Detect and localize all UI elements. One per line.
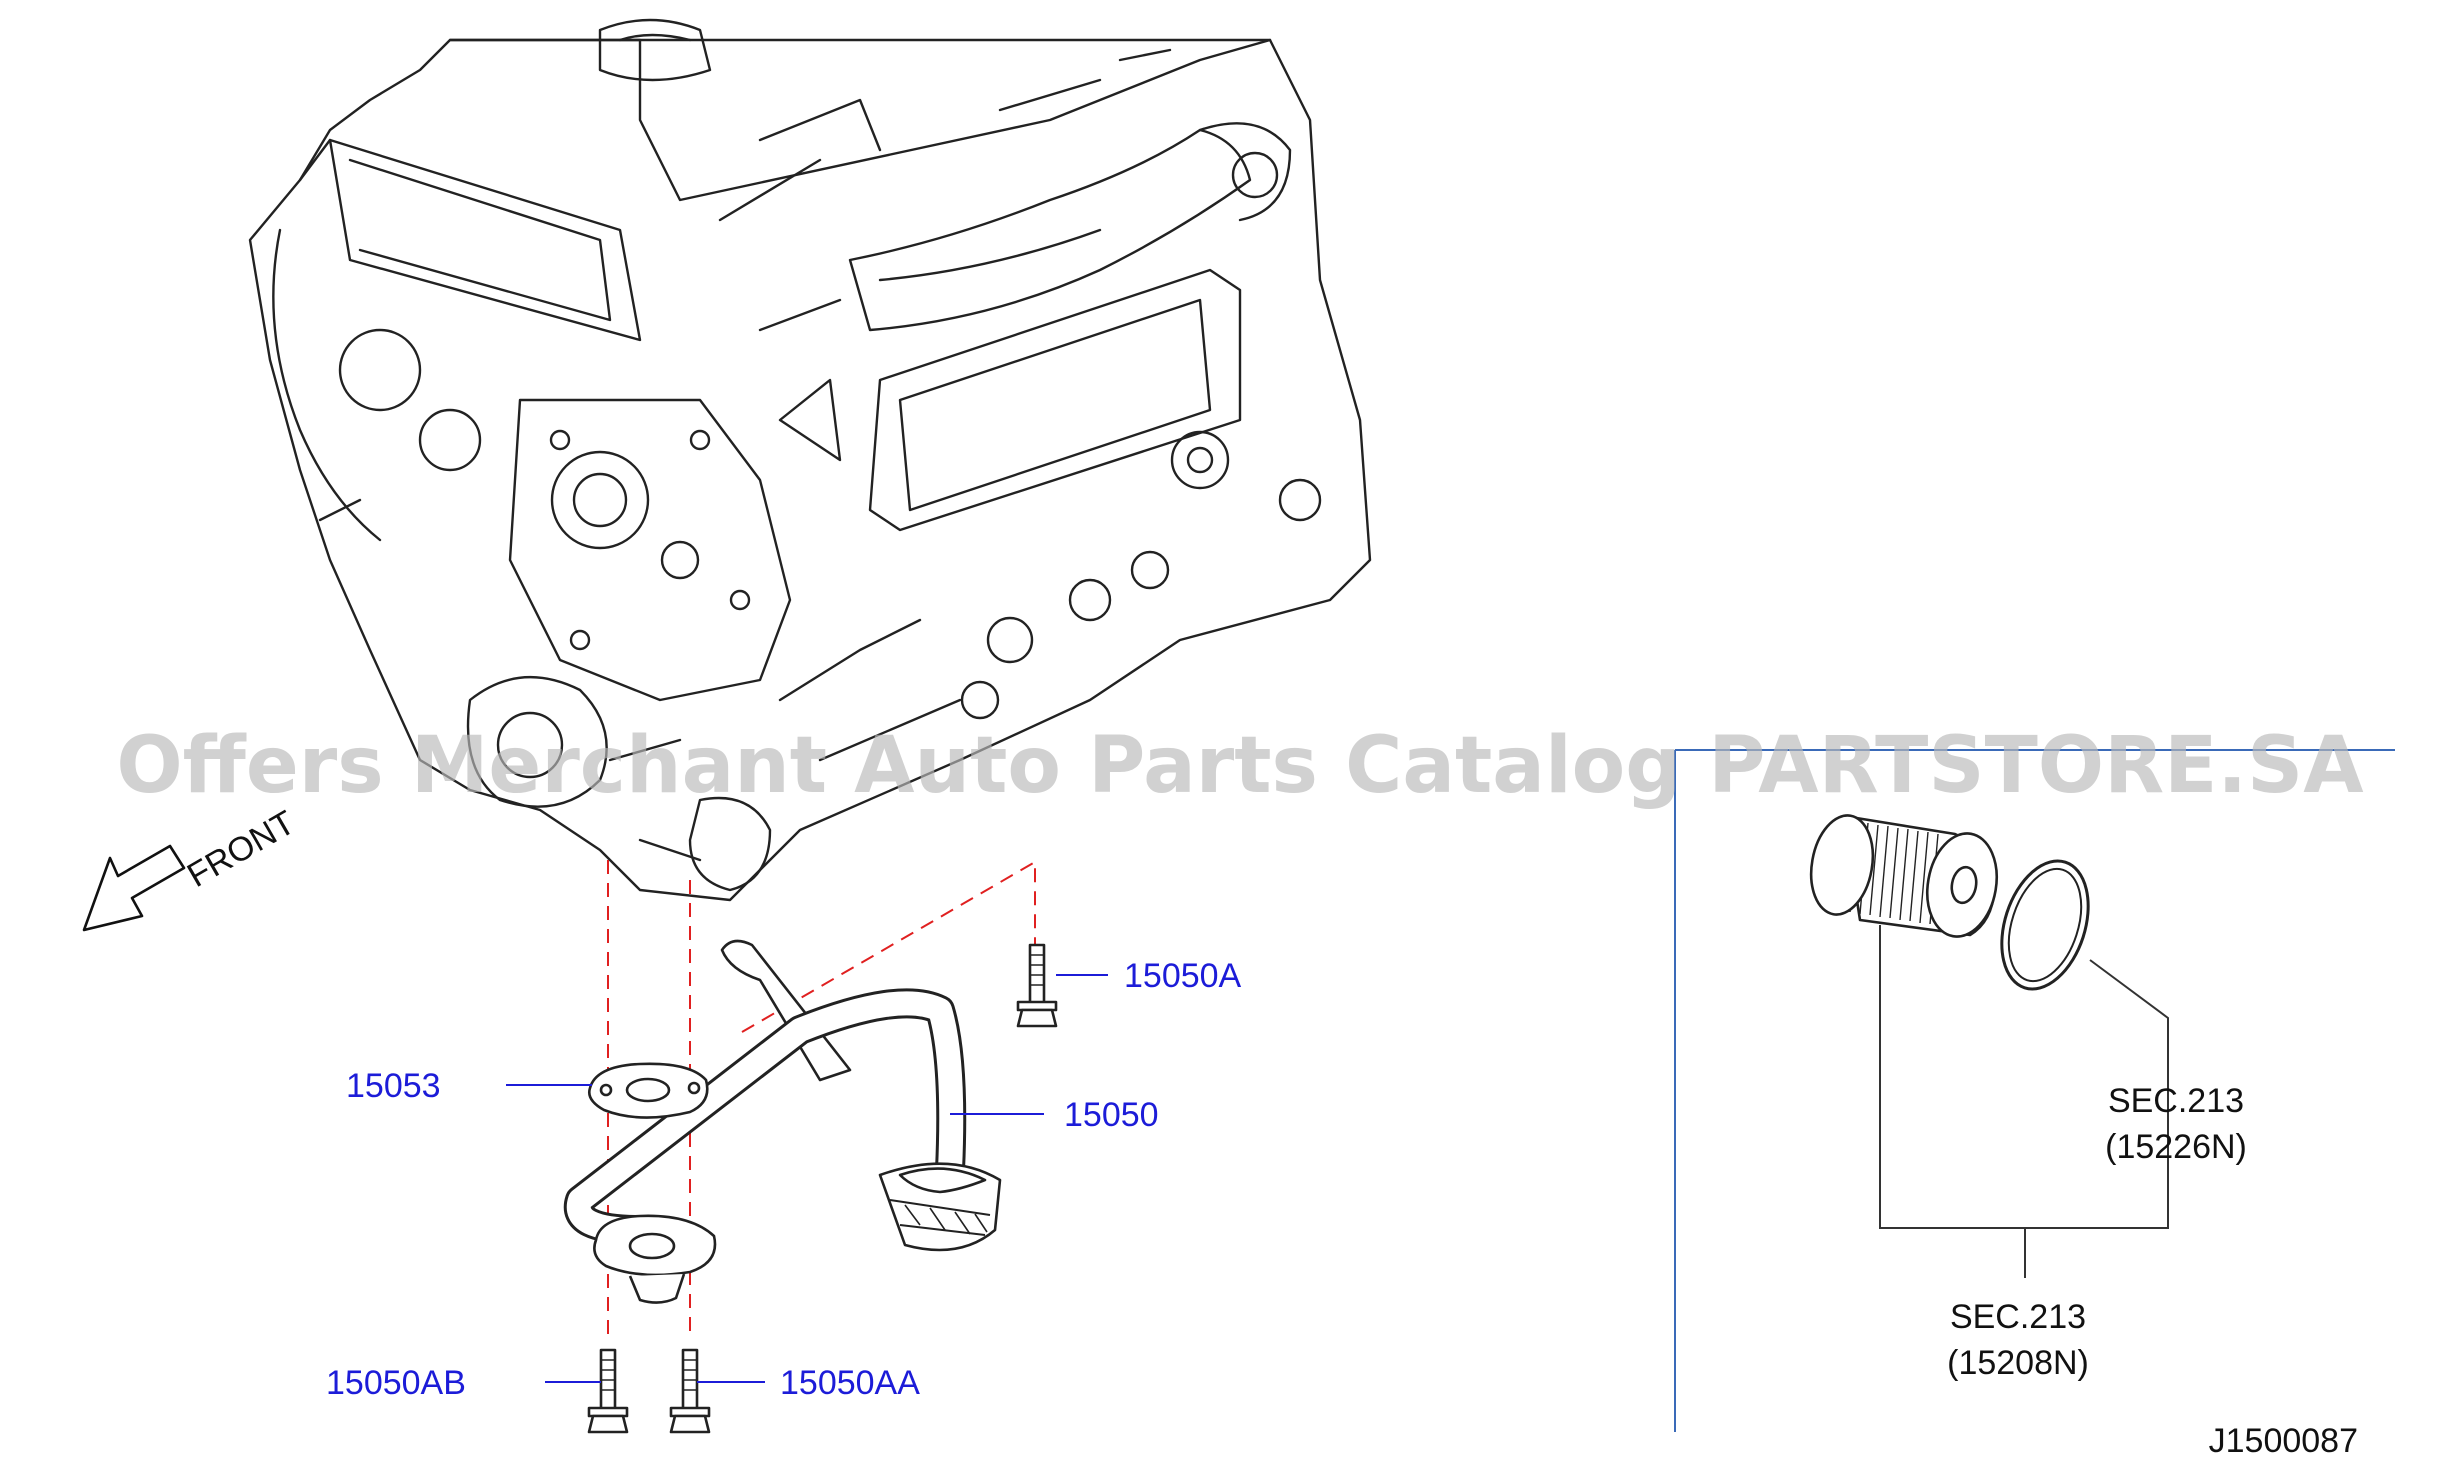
label-sec-213-gasket: SEC.213 (2108, 1082, 2244, 1120)
watermark-text: Offers Merchant Auto Parts Catalog PARTS… (116, 721, 2363, 811)
label-15050A: 15050A (1124, 957, 1242, 995)
front-arrow-icon (82, 844, 186, 932)
oil-filter-part (1809, 814, 1998, 938)
label-15050: 15050 (1064, 1096, 1159, 1134)
gasket-15053-part (588, 1062, 709, 1119)
bolt-15050AA-part (669, 1348, 711, 1434)
bolt-15050A-part (1016, 943, 1058, 1028)
oil-strainer-part (563, 939, 1002, 1304)
engine-block-drawing (248, 18, 1372, 902)
label-15050AB: 15050AB (326, 1364, 466, 1402)
front-label: FRONT (181, 803, 301, 894)
section-frame (1674, 749, 2395, 1432)
front-arrow: FRONT (82, 803, 301, 932)
label-15053: 15053 (346, 1067, 441, 1105)
callouts: 15050A 15053 15050 15050AB 15050AA SEC.2… (326, 957, 2358, 1460)
label-sec-213-gasket-part: (15226N) (2105, 1128, 2247, 1166)
bolt-15050AB-part (587, 1348, 629, 1434)
label-15050AA: 15050AA (780, 1364, 920, 1402)
label-sec-213-filter-part: (15208N) (1947, 1344, 2089, 1382)
filter-gasket-part (2000, 859, 2090, 991)
leader-lines (506, 925, 2169, 1383)
label-sec-213-filter: SEC.213 (1950, 1298, 2086, 1336)
diagram-id: J1500087 (2209, 1422, 2358, 1460)
